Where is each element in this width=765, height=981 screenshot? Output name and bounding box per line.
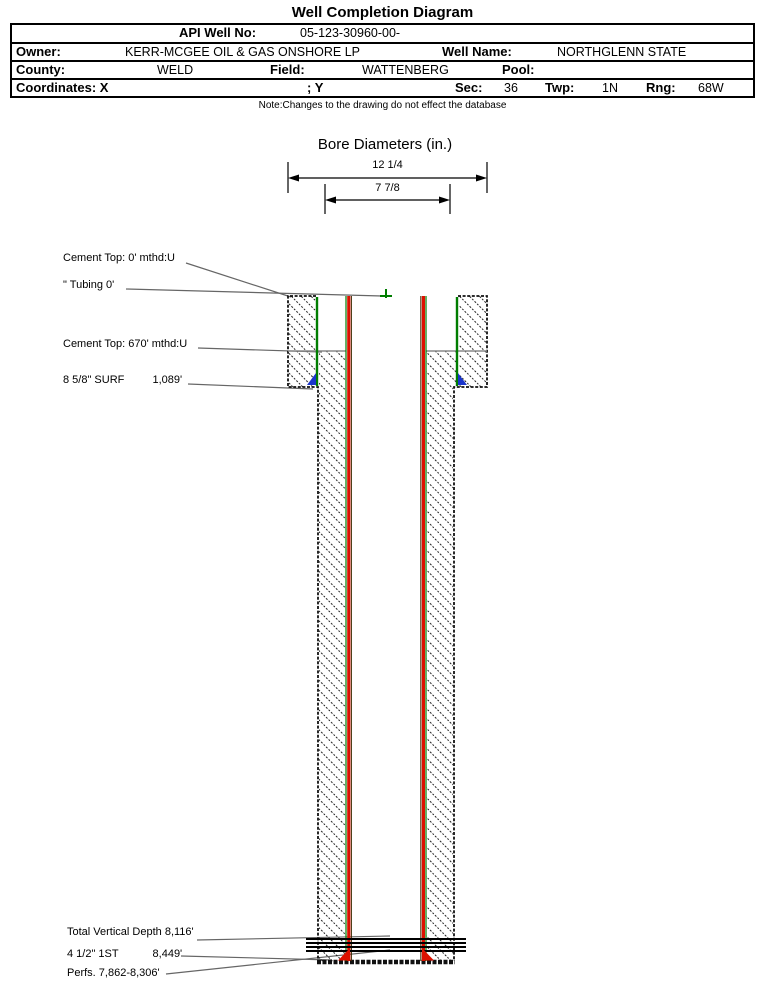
bore-diameters-title: Bore Diameters (in.) [317, 136, 453, 153]
owner-value: KERR-MCGEE OIL & GAS ONSHORE LP [125, 45, 361, 59]
borehole-wall [287, 295, 488, 961]
surface-casing-annotation: 8 5/8" SURF 1,089' [63, 374, 182, 386]
database-note: Note:Changes to the drawing do not effec… [258, 100, 507, 111]
pool-label: Pool: [502, 62, 535, 77]
surface-casing-depth: 1,089' [152, 374, 183, 386]
inner-bore-diameter-label: 7 7/8 [375, 182, 400, 194]
outer-bore-diameter-label: 12 1/4 [372, 159, 403, 171]
surface-casing-size: 8 5/8" SURF [63, 374, 125, 386]
production-casing-size: 4 1/2" 1ST [67, 948, 119, 960]
twp-label: Twp: [545, 80, 575, 95]
api-well-no-value: 05-123-30960-00- [300, 26, 401, 40]
twp-value: 1N [602, 81, 618, 95]
surface-casing-shoe-markers [307, 373, 467, 385]
rng-label: Rng: [646, 80, 676, 95]
owner-label: Owner: [16, 44, 61, 59]
tubing-top-marker [380, 289, 392, 298]
table-row-api: API Well No: 05-123-30960-00- [12, 25, 753, 42]
production-casing-annotation: 4 1/2" 1ST 8,449' [67, 948, 182, 960]
production-casing-lines [345, 296, 427, 961]
well-name-label: Well Name: [442, 44, 512, 59]
api-well-no-label: API Well No: [179, 25, 257, 40]
page-title: Well Completion Diagram [291, 4, 474, 21]
surface-casing-lines [315, 297, 459, 386]
tvd-annotation: Total Vertical Depth 8,116' [67, 926, 194, 938]
cement-top-0-annotation: Cement Top: 0' mthd:U [63, 252, 175, 264]
table-row-coordinates: Coordinates: X ; Y Sec: 36 Twp: 1N Rng: … [12, 78, 753, 96]
well-info-table: API Well No: 05-123-30960-00- Owner: KER… [10, 23, 755, 98]
cement-top-670-annotation: Cement Top: 670' mthd:U [63, 338, 188, 350]
sec-label: Sec: [455, 80, 483, 95]
field-label: Field: [270, 62, 305, 77]
cement-fill [288, 296, 486, 962]
production-casing-shoe-markers [338, 948, 434, 961]
coordinates-label: Coordinates: X [16, 80, 109, 95]
table-row-owner: Owner: KERR-MCGEE OIL & GAS ONSHORE LP W… [12, 42, 753, 60]
table-row-county: County: WELD Field: WATTENBERG Pool: [12, 60, 753, 78]
perforation-lines [306, 938, 466, 952]
county-label: County: [16, 62, 66, 77]
production-casing-depth: 8,449' [152, 948, 183, 960]
well-name-value: NORTHGLENN STATE [557, 45, 687, 59]
rng-value: 68W [698, 81, 724, 95]
county-value: WELD [157, 63, 194, 77]
sec-value: 36 [504, 81, 518, 95]
coordinates-y-label: ; Y [307, 80, 324, 95]
field-value: WATTENBERG [362, 63, 449, 77]
perfs-annotation: Perfs. 7,862-8,306' [67, 967, 160, 979]
outer-diameter-dimension [287, 162, 488, 193]
inner-diameter-dimension [324, 184, 451, 214]
tubing-annotation: " Tubing 0' [63, 279, 115, 291]
